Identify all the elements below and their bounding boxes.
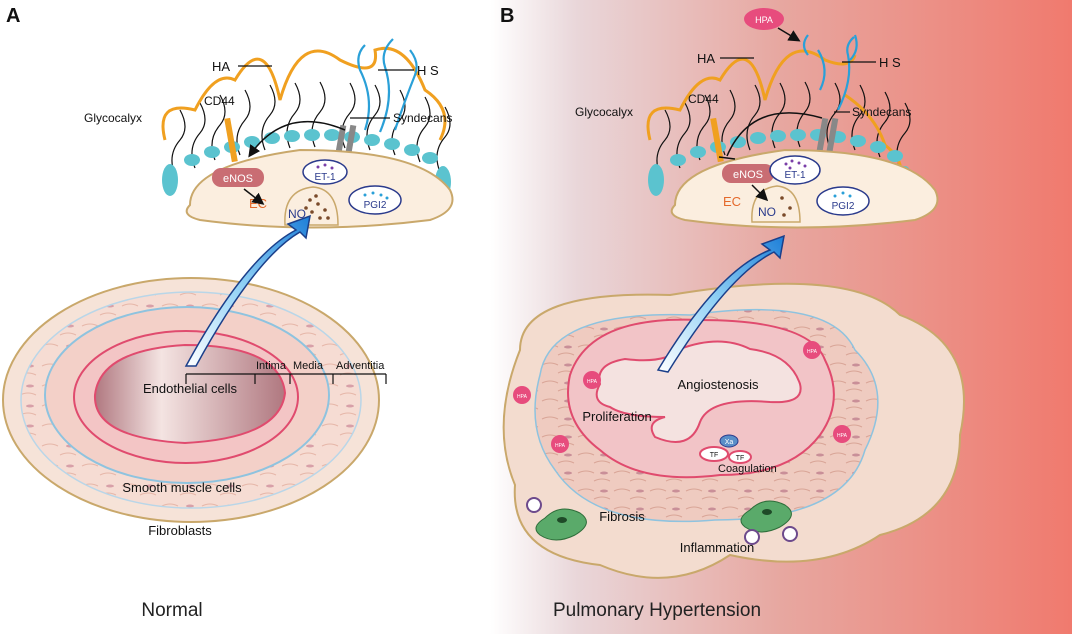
- hpa-enzymes-vessel: HPA HPA HPA HPA HPA: [513, 341, 851, 453]
- tf-factor-1: [699, 446, 729, 462]
- panel-b-glycocalyx-cell: eNOS ET-1 PGI2 NO EC: [646, 34, 939, 229]
- enos-pill-b: [722, 164, 774, 183]
- enos-to-no-arrow-a: [243, 188, 265, 205]
- hpa-enzyme-top: [744, 8, 784, 30]
- hs-strands-b: [802, 34, 858, 111]
- intima-label: Intima: [256, 360, 287, 372]
- layer-ruler: [185, 373, 387, 384]
- no-vesicle-a: [284, 186, 339, 226]
- no-label-a: NO: [288, 207, 306, 221]
- enos-to-no-arrow-b: [751, 184, 769, 202]
- et1-label-b: ET-1: [784, 170, 806, 181]
- ec-label-b: EC: [723, 194, 741, 209]
- cd44-marker-a: [224, 117, 238, 163]
- inflammation-label: Inflammation: [680, 540, 754, 555]
- et1-label-a: ET-1: [314, 172, 336, 183]
- pgi2-vesicle-a: [348, 185, 402, 215]
- media-label: Media: [293, 360, 324, 372]
- glycocalyx-label-b: Glycocalyx: [575, 105, 633, 119]
- membrane-beads-a: [162, 129, 451, 198]
- ha-label-b: HA: [697, 51, 715, 66]
- normal-vessel: [2, 277, 380, 523]
- tf-label-2: TF: [736, 455, 745, 462]
- fibroblasts-label: Fibroblasts: [148, 523, 212, 538]
- hpa-label-top: HPA: [755, 15, 773, 25]
- hs-strands-a: [357, 38, 418, 133]
- svg-text:HPA: HPA: [807, 349, 818, 355]
- et1-vesicle-b: [769, 155, 821, 185]
- glycocalyx-label-a: Glycocalyx: [84, 111, 142, 125]
- proliferation-label: Proliferation: [582, 409, 651, 424]
- inflammation-cells: [526, 497, 798, 545]
- ec-label-a: EC: [249, 196, 267, 211]
- panel-a-letter: A: [6, 5, 20, 27]
- syndecans-label-a: Syndecans: [393, 111, 452, 125]
- svg-text:HPA: HPA: [587, 379, 598, 385]
- cd44-label-a: CD44: [204, 94, 235, 108]
- tf-factor-2: [728, 450, 752, 464]
- angiostenosis-label: Angiostenosis: [678, 377, 759, 392]
- ph-vessel: [502, 282, 965, 579]
- enos-label-a: eNOS: [223, 173, 253, 185]
- smooth-muscle-label: Smooth muscle cells: [122, 480, 242, 495]
- caption-b: Pulmonary Hypertension: [553, 600, 761, 621]
- pgi2-vesicle-b: [816, 186, 870, 216]
- caption-a: Normal: [141, 600, 202, 621]
- svg-text:HPA: HPA: [555, 443, 566, 449]
- no-label-b: NO: [758, 205, 776, 219]
- coagulation-label: Coagulation: [718, 463, 777, 475]
- zoom-arrow-b: [656, 234, 785, 373]
- hs-label-b: H S: [879, 55, 901, 70]
- panel-a-glycocalyx-cell: eNOS ET-1 PGI2 NO EC: [161, 38, 454, 229]
- enos-label-b: eNOS: [733, 169, 763, 181]
- et1-vesicle-a: [302, 159, 348, 185]
- lumen-a: [93, 343, 287, 445]
- syndecans-label-b: Syndecans: [852, 105, 911, 119]
- no-dots-a: [304, 194, 330, 220]
- fibrosis-cells: [535, 500, 792, 541]
- svg-text:HPA: HPA: [517, 394, 528, 400]
- tf-label-1: TF: [710, 452, 719, 459]
- zoom-arrow-a: [184, 214, 311, 367]
- pgi2-label-b: PGI2: [832, 201, 855, 212]
- fibrosis-label: Fibrosis: [599, 509, 645, 524]
- enos-pill-a: [212, 168, 264, 187]
- syndecan-to-enos-inhibit-b: [726, 112, 823, 157]
- endothelial-cells-label: Endothelial cells: [143, 381, 237, 396]
- xa-label: Xa: [725, 439, 734, 446]
- svg-text:HPA: HPA: [837, 433, 848, 439]
- cd44-label-b: CD44: [688, 92, 719, 106]
- syndecan-to-enos-arrow-a: [248, 120, 346, 158]
- hs-label-a: H S: [417, 63, 439, 78]
- ha-label-a: HA: [212, 59, 230, 74]
- adventitia-label: Adventitia: [336, 360, 385, 372]
- cd44-marker-b: [710, 117, 724, 163]
- pgi2-label-a: PGI2: [364, 200, 387, 211]
- xa-factor: [719, 434, 739, 448]
- panel-b-letter: B: [500, 5, 514, 27]
